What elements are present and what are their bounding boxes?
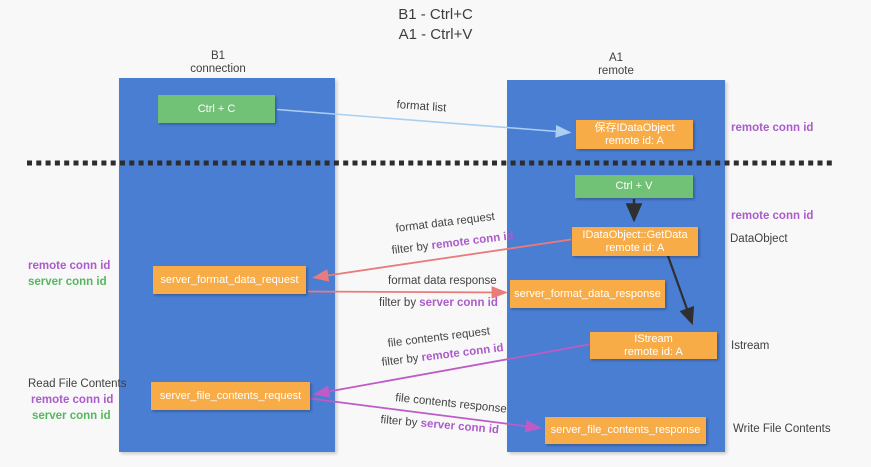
server-file-contents-response-label: server_file_contents_response: [550, 424, 701, 436]
write-file-contents-label: Write File Contents: [733, 423, 831, 435]
left-server-conn-id-label-2: server conn id: [32, 410, 111, 422]
filter-by-remote-conn-id-label-1: filter by remote conn id: [391, 230, 514, 257]
getdata-line1: IDataObject::GetData: [582, 228, 688, 241]
format-list-label: format list: [396, 99, 447, 115]
save-idataobject-line1: 保存IDataObject: [594, 121, 675, 134]
ctrl-c-label: Ctrl + C: [197, 102, 236, 115]
filter-by-text: filter by: [379, 414, 422, 430]
getdata-line2: remote id: A: [605, 241, 665, 254]
file-contents-response-label: file contents response: [394, 392, 508, 416]
filter-by-text: filter by: [391, 240, 433, 257]
server-conn-id-text: server conn id: [420, 417, 500, 437]
filter-by-server-conn-id-label-1: filter by server conn id: [379, 297, 498, 309]
lane-a1-subtitle: remote: [598, 65, 634, 77]
server-file-contents-request-node: server_file_contents_request: [151, 382, 310, 410]
lane-a1-title: A1: [608, 52, 624, 64]
server-format-data-request-node: server_format_data_request: [153, 266, 306, 294]
idataobject-getdata-node: IDataObject::GetData remote id: A: [572, 227, 698, 256]
server-format-data-response-node: server_format_data_response: [510, 280, 665, 308]
save-idataobject-node: 保存IDataObject remote id: A: [576, 120, 693, 149]
istream-line2: remote id: A: [624, 345, 683, 358]
filter-by-text: filter by: [379, 297, 420, 309]
filter-by-server-conn-id-label-2: filter by server conn id: [380, 414, 499, 436]
dataobject-label: DataObject: [730, 233, 788, 245]
right-remote-conn-id-label-1: remote conn id: [731, 122, 814, 134]
left-remote-conn-id-label-2: remote conn id: [31, 394, 114, 406]
remote-conn-id-text: remote conn id: [420, 342, 505, 365]
istream-node: IStream remote id: A: [590, 332, 717, 359]
left-server-conn-id-label-1: server conn id: [28, 276, 107, 288]
lane-header-a1: A1 remote: [556, 52, 676, 78]
save-idataobject-line2: remote id: A: [605, 134, 664, 147]
istream-line1: IStream: [634, 332, 673, 345]
lane-b1-title: B1: [210, 50, 226, 62]
left-remote-conn-id-label-1: remote conn id: [28, 260, 111, 272]
istream-side-label: Istream: [731, 340, 770, 352]
ctrl-v-label: Ctrl + V: [615, 180, 653, 192]
format-data-response-arrow: [307, 286, 508, 299]
format-data-request-label: format data request: [395, 210, 496, 235]
title-line-1: B1 - Ctrl+C: [398, 6, 473, 23]
lane-b1-subtitle: connection: [190, 63, 246, 75]
format-data-response-label: format data response: [388, 275, 497, 287]
read-file-contents-label: Read File Contents: [28, 378, 127, 390]
server-format-data-request-label: server_format_data_request: [160, 273, 299, 286]
server-conn-id-text: server conn id: [419, 297, 498, 309]
server-format-data-response-label: server_format_data_response: [514, 287, 661, 300]
remote-conn-id-text: remote conn id: [430, 230, 515, 253]
ctrl-v-node: Ctrl + V: [575, 175, 693, 198]
right-remote-conn-id-label-2: remote conn id: [731, 210, 814, 222]
ctrl-c-node: Ctrl + C: [158, 95, 275, 123]
server-file-contents-response-node: server_file_contents_response: [545, 417, 706, 444]
server-file-contents-request-label: server_file_contents_request: [159, 389, 302, 402]
title-line-2: A1 - Ctrl+V: [398, 26, 473, 43]
filter-by-text: filter by: [381, 352, 423, 369]
page-title: B1 - Ctrl+C A1 - Ctrl+V: [0, 5, 871, 45]
lane-header-b1: B1 connection: [158, 50, 278, 76]
